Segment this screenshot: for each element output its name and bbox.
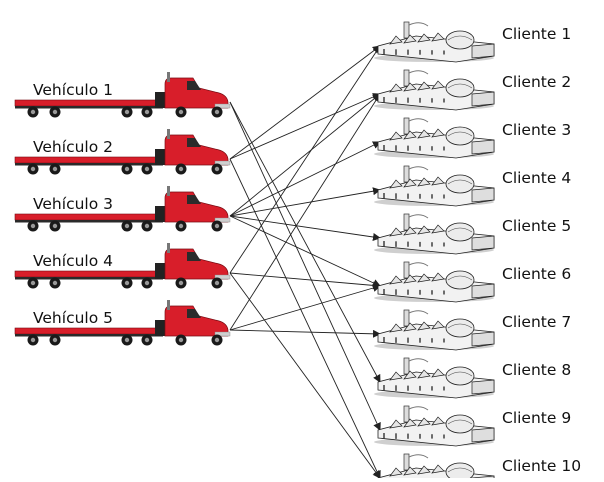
client-label-10: Cliente 10 xyxy=(502,457,582,475)
route-v3-c2 xyxy=(229,93,381,217)
route-v5-c6 xyxy=(229,284,381,331)
route-v3-c4 xyxy=(229,187,381,217)
connection-lines xyxy=(229,45,381,479)
vehicle-label-2: Vehículo 2 xyxy=(33,138,113,156)
route-v2-c10 xyxy=(229,158,381,479)
route-v4-c10 xyxy=(229,272,381,479)
vehicles-group xyxy=(14,72,231,346)
client-label-8: Cliente 8 xyxy=(502,361,572,379)
vehicle-4 xyxy=(14,243,231,289)
client-8-factory-icon xyxy=(374,357,495,399)
vehicle-5 xyxy=(14,300,231,346)
route-v1-c8 xyxy=(229,101,381,383)
route-v5-c7 xyxy=(229,329,381,338)
route-v3-c3 xyxy=(229,141,381,217)
client-6-factory-icon xyxy=(374,261,495,303)
vehicle-label-3: Vehículo 3 xyxy=(33,195,113,213)
vehicle-label-1: Vehículo 1 xyxy=(33,81,113,99)
client-label-6: Cliente 6 xyxy=(502,265,572,283)
client-1-factory-icon xyxy=(374,21,495,63)
route-v4-c6 xyxy=(229,272,381,290)
vehicle-1 xyxy=(14,72,231,118)
client-label-4: Cliente 4 xyxy=(502,169,572,187)
route-v3-c5 xyxy=(229,215,381,241)
client-3-factory-icon xyxy=(374,117,495,159)
vehicle-label-4: Vehículo 4 xyxy=(33,252,113,270)
client-2-factory-icon xyxy=(374,69,495,111)
client-label-1: Cliente 1 xyxy=(502,25,572,43)
clients-group xyxy=(374,21,495,482)
client-10-factory-icon xyxy=(377,453,495,482)
route-v2-c1 xyxy=(229,45,381,160)
client-label-5: Cliente 5 xyxy=(502,217,572,235)
route-v4-c1 xyxy=(229,45,381,274)
client-4-factory-icon xyxy=(374,165,495,207)
vehicle-2 xyxy=(14,129,231,175)
route-v5-c2 xyxy=(229,93,381,331)
vehicle-label-5: Vehículo 5 xyxy=(33,309,113,327)
route-v3-c6 xyxy=(229,215,381,287)
route-v2-c2 xyxy=(229,93,381,160)
vehicle-3 xyxy=(14,186,231,232)
client-label-9: Cliente 9 xyxy=(502,409,572,427)
client-label-2: Cliente 2 xyxy=(502,73,572,91)
route-v1-c9 xyxy=(229,101,381,431)
client-9-factory-icon xyxy=(374,405,495,447)
client-label-3: Cliente 3 xyxy=(502,121,572,139)
client-7-factory-icon xyxy=(374,309,495,351)
client-label-7: Cliente 7 xyxy=(502,313,572,331)
client-5-factory-icon xyxy=(374,213,495,255)
